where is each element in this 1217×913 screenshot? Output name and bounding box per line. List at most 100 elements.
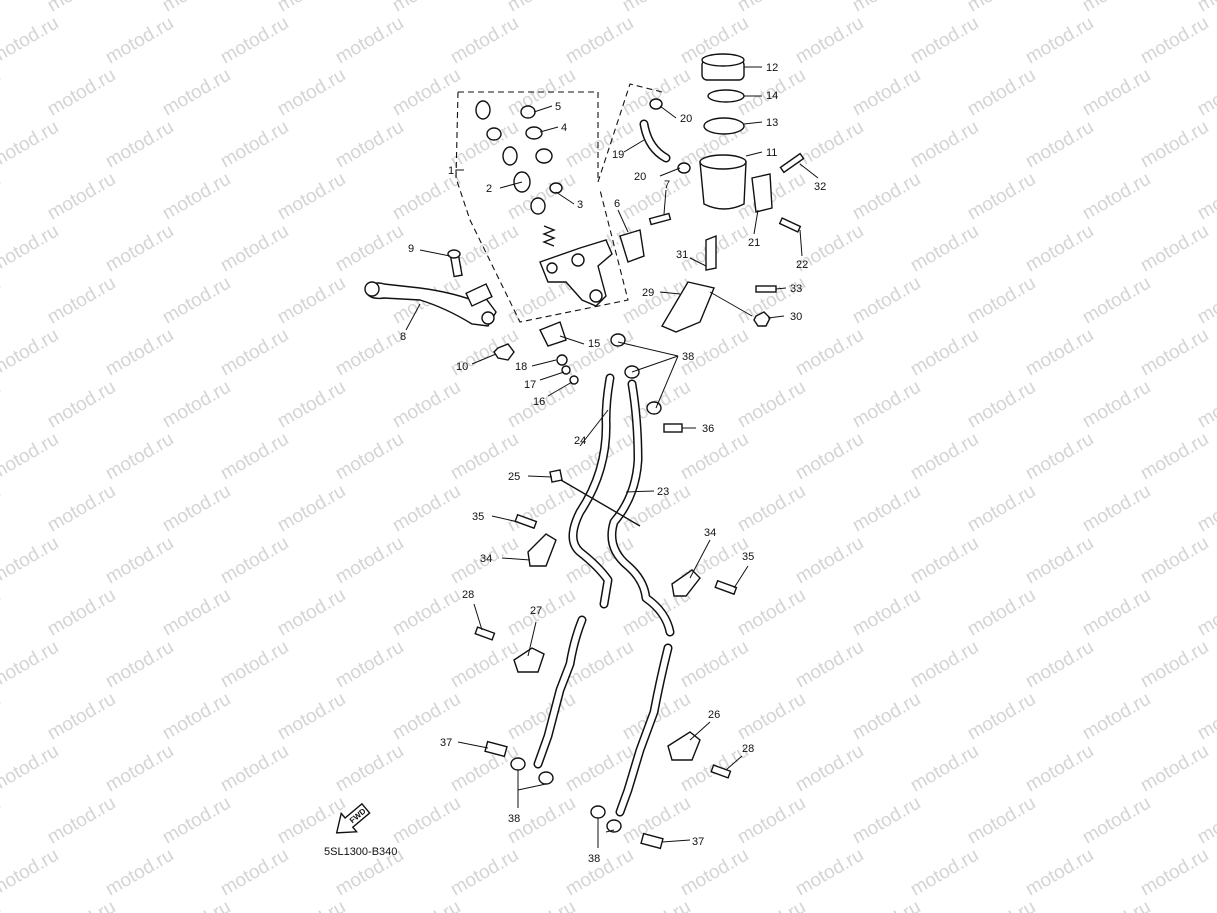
callout-36: 36 — [702, 423, 714, 435]
watermark-text: motod.ru — [217, 117, 292, 173]
watermark-text: motod.ru — [274, 169, 349, 225]
callout-11: 11 — [766, 147, 777, 159]
watermark-text: motod.ru — [274, 0, 349, 16]
watermark-text: motod.ru — [907, 533, 982, 589]
callout-34-right: 34 — [704, 527, 716, 539]
watermark-text: motod.ru — [1079, 377, 1154, 433]
watermark-text: motod.ru — [159, 0, 234, 16]
arrow-icon — [335, 802, 371, 834]
watermark-text: motod.ru — [102, 845, 177, 901]
watermark-text: motod.ru — [1022, 637, 1097, 693]
watermark-text: motod.ru — [792, 429, 867, 485]
hose-clamp-34-left — [527, 533, 557, 567]
watermark-text: motod.ru — [217, 741, 292, 797]
watermark-text: motod.ru — [562, 13, 637, 69]
watermark-text: motod.ru — [389, 65, 464, 121]
cable-tie — [553, 475, 641, 527]
watermark-text: motod.ru — [159, 585, 234, 641]
callout-37-right: 37 — [692, 836, 704, 848]
watermark-text: motod.ru — [159, 793, 234, 849]
bracket-bolt-28-left — [474, 626, 496, 641]
watermark-text: motod.ru — [849, 897, 924, 913]
watermark-text: motod.ru — [792, 13, 867, 69]
watermark-text: motod.ru — [1022, 533, 1097, 589]
watermark-text: motod.ru — [159, 481, 234, 537]
watermark-text: motod.ru — [447, 637, 522, 693]
brake-lever — [365, 282, 497, 327]
watermark-text: motod.ru — [217, 637, 292, 693]
union-washer-top-1 — [610, 333, 626, 347]
watermark-text: motod.ru — [1137, 429, 1212, 485]
kit-outline — [455, 83, 663, 323]
cap-bushing — [520, 105, 536, 119]
watermark-text: motod.ru — [677, 637, 752, 693]
callout-33: 33 — [790, 283, 802, 295]
callout-15: 15 — [588, 338, 600, 350]
watermark-text: motod.ru — [274, 897, 349, 913]
watermark-text: motod.ru — [0, 897, 4, 913]
watermark-text: motod.ru — [1194, 0, 1217, 16]
watermark-text: motod.ru — [0, 273, 4, 329]
watermark-text: motod.ru — [102, 637, 177, 693]
callout-20-upper: 20 — [680, 113, 692, 125]
watermark-text: motod.ru — [159, 897, 234, 913]
watermark-text: motod.ru — [102, 533, 177, 589]
watermark-text: motod.ru — [849, 0, 924, 16]
watermark-text: motod.ru — [1194, 585, 1217, 641]
watermark-text: motod.ru — [0, 741, 62, 797]
watermark-text: motod.ru — [389, 897, 464, 913]
o-ring — [549, 182, 563, 194]
callout-9: 9 — [408, 243, 414, 255]
watermark-text: motod.ru — [447, 13, 522, 69]
callout-5: 5 — [555, 101, 561, 113]
watermark-text: motod.ru — [849, 585, 924, 641]
callout-28-right: 28 — [742, 743, 754, 755]
watermark-text: motod.ru — [677, 429, 752, 485]
holder-bolt — [648, 212, 672, 226]
watermark-text: motod.ru — [734, 0, 809, 16]
callout-1: 1 — [448, 165, 454, 177]
callout-18: 18 — [515, 361, 527, 373]
watermark-text: motod.ru — [1079, 481, 1154, 537]
watermark-text: motod.ru — [504, 689, 579, 745]
watermark-text: motod.ru — [159, 689, 234, 745]
watermark-text: motod.ru — [274, 585, 349, 641]
watermark-text: motod.ru — [792, 325, 867, 381]
reservoir-bracket — [751, 173, 773, 213]
clamp-bolt-35-left — [514, 513, 538, 530]
watermark-text: motod.ru — [274, 65, 349, 121]
watermark-text: motod.ru — [1137, 325, 1212, 381]
watermark-text: motod.ru — [217, 845, 292, 901]
mc-mount-hole — [546, 262, 558, 274]
watermark-text: motod.ru — [102, 13, 177, 69]
watermark-text: motod.ru — [907, 429, 982, 485]
callout-13: 13 — [766, 117, 778, 129]
diagram-code: 5SL1300-B340 — [324, 846, 397, 858]
watermark-text: motod.ru — [102, 221, 177, 277]
watermark-text: motod.ru — [849, 273, 924, 329]
watermark-text: motod.ru — [1079, 897, 1154, 913]
watermark-text: motod.ru — [1194, 377, 1217, 433]
mc-holder — [619, 229, 645, 263]
callout-4: 4 — [561, 122, 567, 134]
switch-washer — [556, 354, 568, 366]
watermark-text: motod.ru — [1194, 65, 1217, 121]
master-cylinder-assembly — [364, 53, 805, 385]
piston-cup — [530, 197, 546, 215]
bracket-bolt-32 — [779, 152, 805, 174]
reservoir-guard — [660, 281, 715, 333]
callout-38-top: 38 — [682, 351, 694, 363]
watermark-text: motod.ru — [0, 65, 4, 121]
callout-14: 14 — [766, 90, 778, 102]
watermark-text: motod.ru — [332, 637, 407, 693]
watermark-text: motod.ru — [964, 689, 1039, 745]
callout-35-left: 35 — [472, 511, 484, 523]
watermark-text: motod.ru — [964, 273, 1039, 329]
callout-17: 17 — [524, 379, 536, 391]
pivot-bolt-head — [447, 249, 461, 259]
watermark-text: motod.ru — [1137, 117, 1212, 173]
hose-clamp-34-right — [671, 569, 701, 597]
callout-20-lower: 20 — [634, 171, 646, 183]
watermark-text: motod.ru — [849, 793, 924, 849]
